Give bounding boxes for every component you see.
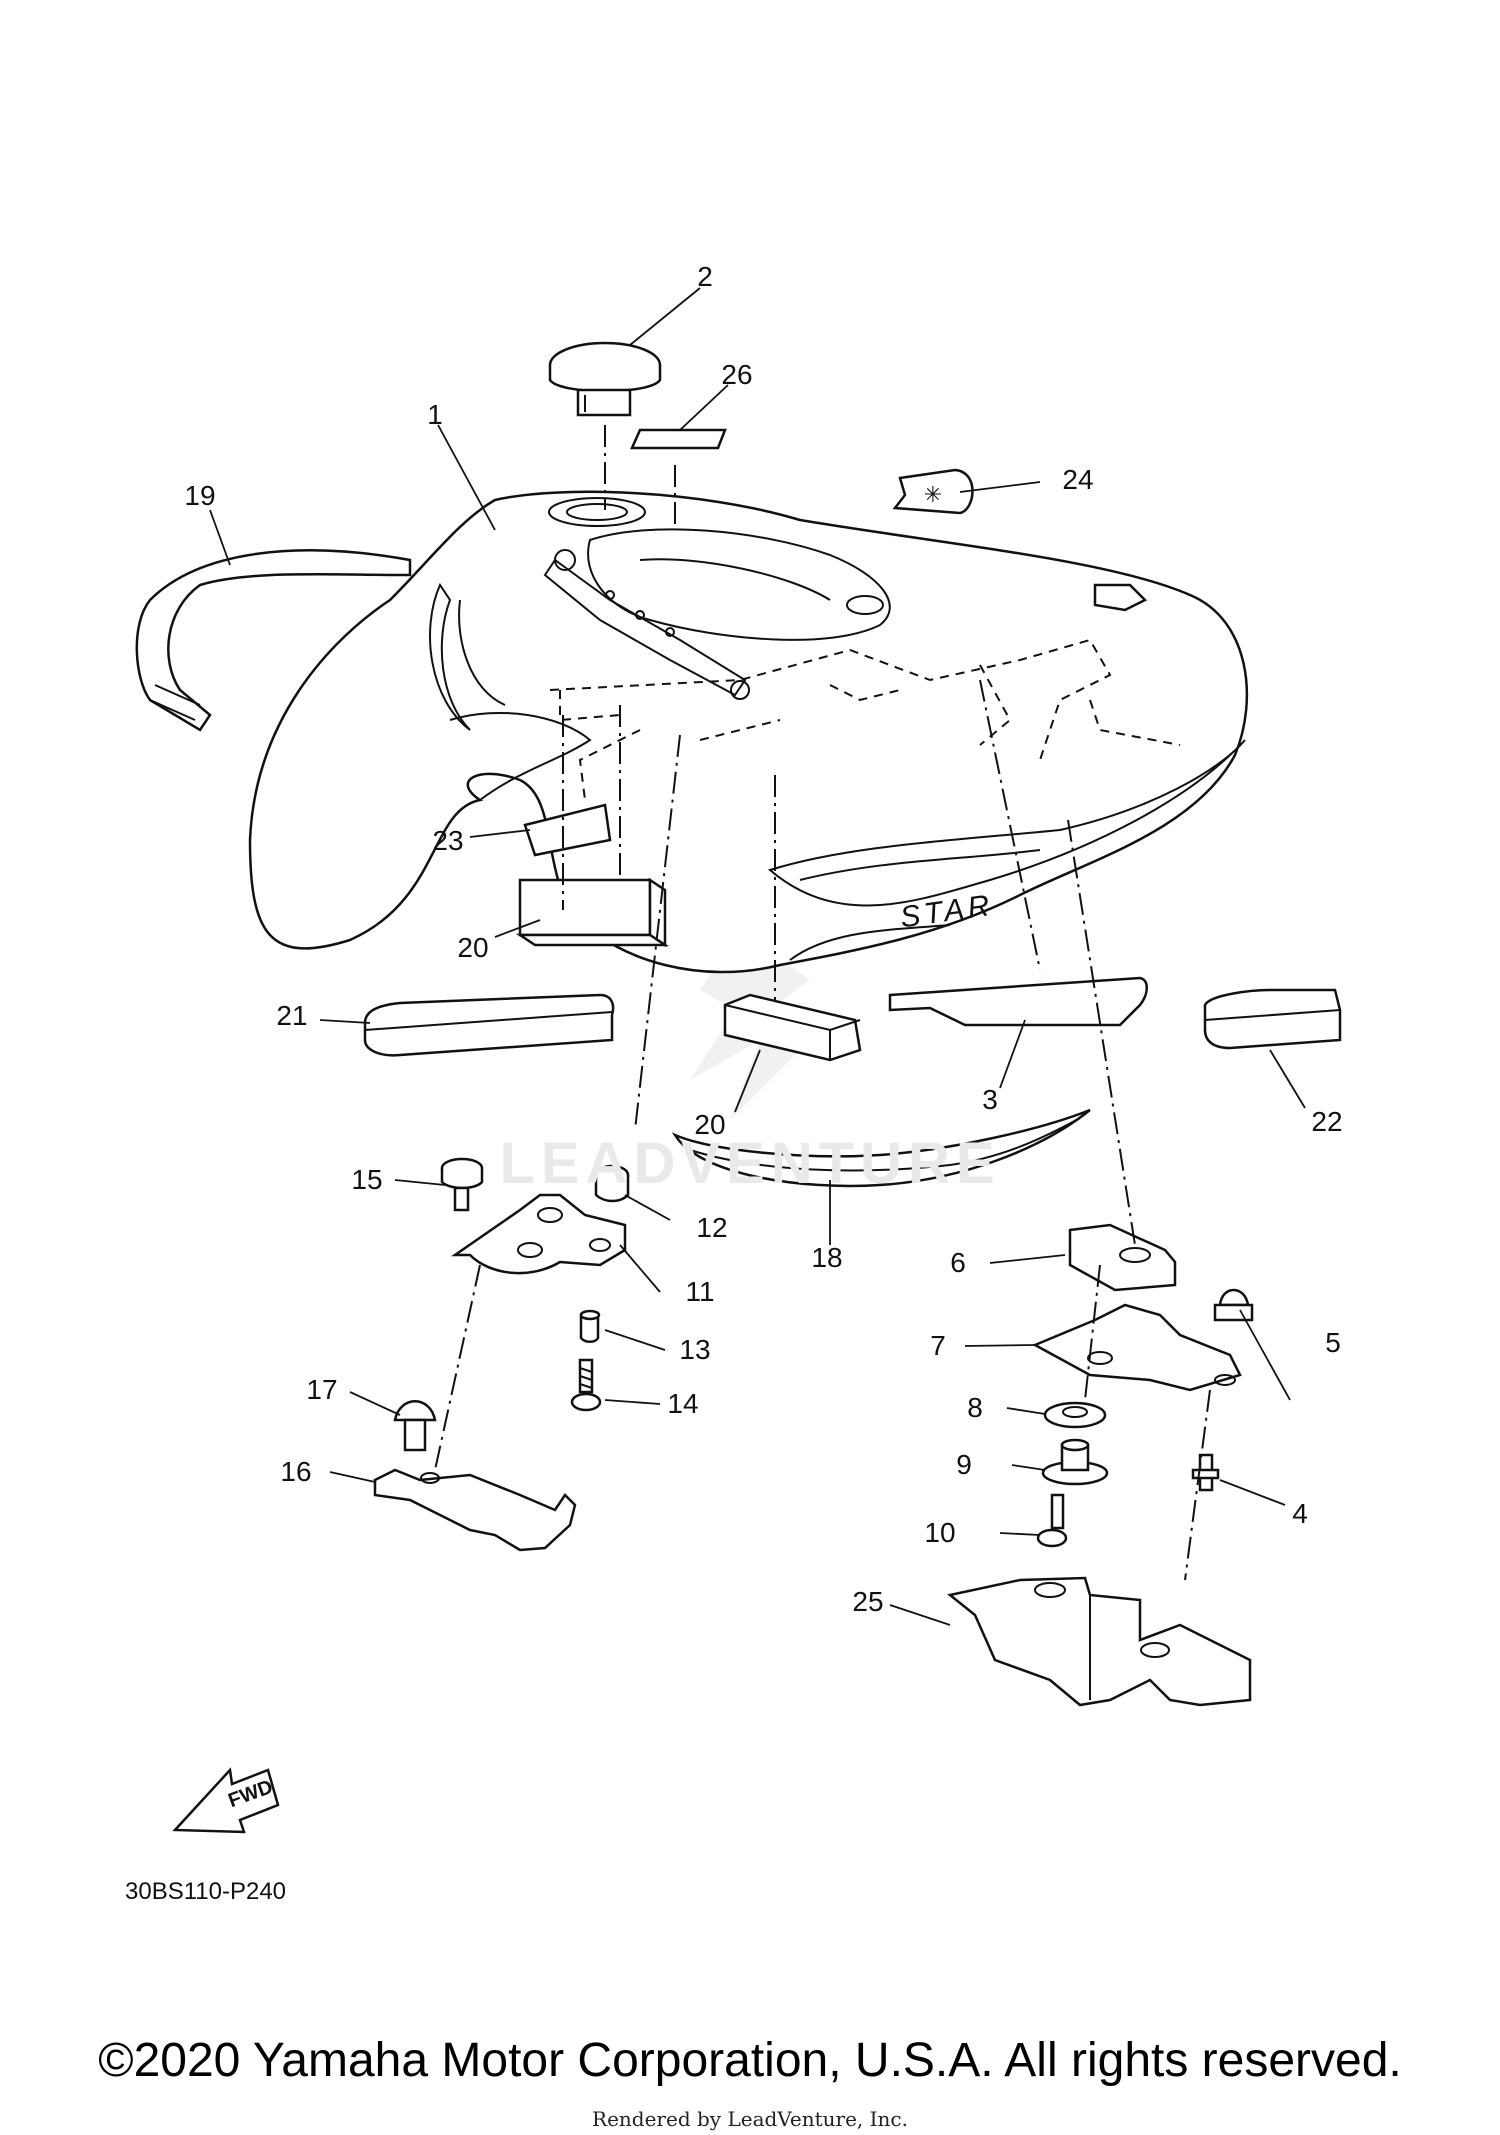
callout-15[interactable]: 15 [351, 1164, 383, 1195]
leader-lines [209, 287, 1306, 1626]
callout-12[interactable]: 12 [696, 1212, 728, 1243]
watermark-text: LEADVENTURE [499, 1131, 1001, 1196]
bracket-part-11[interactable] [450, 1193, 627, 1275]
emblem-part-24[interactable]: ✳ [892, 468, 974, 515]
bracket-part-25[interactable] [947, 1576, 1252, 1707]
diagram-code: 30BS110-P240 [125, 1878, 287, 1905]
callout-22[interactable]: 22 [1311, 1106, 1343, 1137]
callout-11[interactable]: 11 [685, 1276, 715, 1307]
screw-part-17[interactable] [393, 1400, 437, 1452]
callout-5[interactable]: 5 [1325, 1327, 1341, 1358]
stay-part-16[interactable] [373, 1468, 577, 1552]
side-strip-part-18[interactable] [671, 1108, 1091, 1188]
callout-10[interactable]: 10 [924, 1517, 956, 1548]
callout-14[interactable]: 14 [667, 1388, 699, 1419]
bolt-part-10[interactable] [1036, 1493, 1068, 1548]
side-pad-part-3[interactable] [888, 976, 1148, 1027]
callout-7[interactable]: 7 [930, 1330, 946, 1361]
damper-part-20-left[interactable] [515, 877, 670, 948]
collar-part-9[interactable] [1041, 1438, 1109, 1486]
callout-1[interactable]: 1 [427, 399, 443, 430]
callout-9[interactable]: 9 [956, 1449, 972, 1480]
damper-part-21[interactable] [363, 993, 615, 1057]
callout-17[interactable]: 17 [306, 1374, 338, 1405]
callout-6[interactable]: 6 [950, 1247, 966, 1278]
nut-part-5[interactable] [1213, 1288, 1254, 1322]
damper-pad-part-23[interactable] [523, 803, 612, 857]
callout-8[interactable]: 8 [967, 1392, 983, 1423]
callout-21[interactable]: 21 [276, 1000, 308, 1031]
svg-text:✳: ✳ [924, 483, 942, 508]
washer-part-8[interactable] [1043, 1401, 1107, 1429]
callout-4[interactable]: 4 [1292, 1498, 1308, 1529]
callout-25[interactable]: 25 [852, 1586, 884, 1617]
callout-2[interactable]: 2 [697, 261, 713, 292]
callout-23[interactable]: 23 [432, 825, 464, 856]
bolt-part-14[interactable] [570, 1358, 602, 1412]
rendered-by-notice: Rendered by LeadVenture, Inc. [592, 2107, 908, 2131]
grommet-part-12[interactable] [594, 1164, 630, 1203]
copyright-notice: ©2020 Yamaha Motor Corporation, U.S.A. A… [98, 2034, 1402, 2087]
fuel-cap-part-2[interactable] [548, 341, 662, 417]
fuel-tank-part-1[interactable] [248, 490, 1249, 974]
fwd-arrow-icon [172, 1767, 280, 1834]
callout-13[interactable]: 13 [679, 1334, 711, 1365]
collar-part-13[interactable] [579, 1309, 601, 1343]
callout-19[interactable]: 19 [184, 480, 216, 511]
bolt-part-15[interactable] [440, 1157, 484, 1212]
callout-18[interactable]: 18 [811, 1242, 843, 1273]
damper-block-part-6[interactable] [1068, 1223, 1177, 1292]
label-part-26[interactable] [630, 428, 727, 450]
callout-26[interactable]: 26 [721, 359, 753, 390]
callout-20-middle[interactable]: 20 [694, 1109, 726, 1140]
callout-3[interactable]: 3 [982, 1084, 998, 1115]
assembly-centerlines [434, 425, 1211, 1581]
callout-16[interactable]: 16 [280, 1456, 312, 1487]
knee-pad-strip-part-19[interactable] [135, 549, 412, 732]
callout-24[interactable]: 24 [1062, 464, 1094, 495]
damper-part-20-middle[interactable] [723, 993, 862, 1062]
callout-20-left[interactable]: 20 [457, 932, 489, 963]
damper-part-22[interactable] [1203, 988, 1342, 1050]
plate-part-7[interactable] [1032, 1303, 1242, 1392]
